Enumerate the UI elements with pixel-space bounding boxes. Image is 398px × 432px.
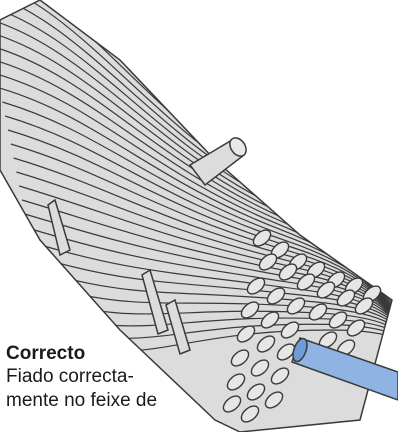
caption-line: mente no feixe de [6, 389, 206, 413]
caption-body: Fiado correcta- mente no feixe de [6, 365, 206, 413]
caption: Correcto Fiado correcta- mente no feixe … [6, 343, 206, 413]
caption-line: Fiado correcta- [6, 365, 206, 389]
caption-title: Correcto [6, 343, 206, 365]
